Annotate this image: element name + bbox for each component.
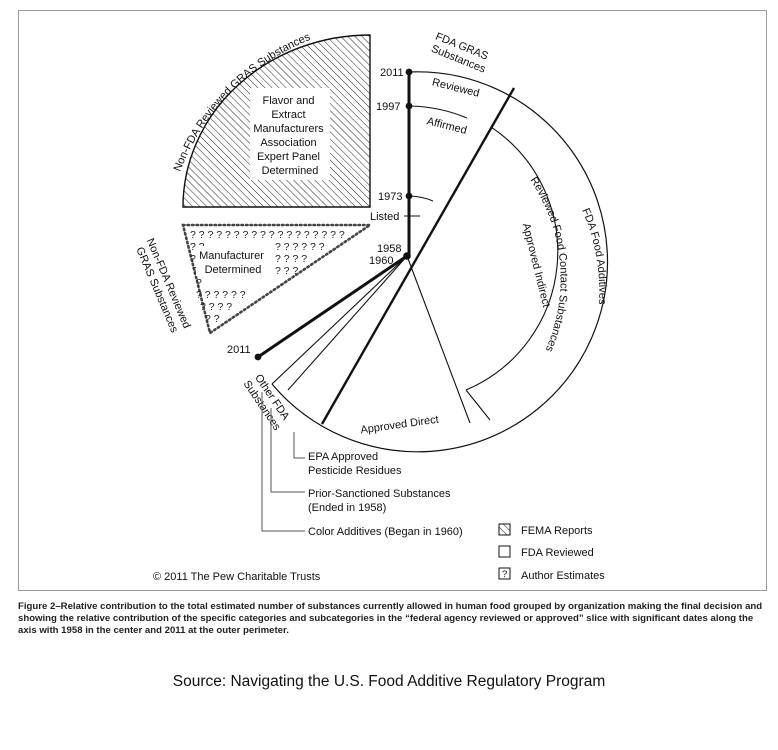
year-2011-top: 2011 — [380, 67, 404, 79]
svg-text:?: ? — [196, 277, 202, 289]
dot-center — [403, 252, 411, 260]
dot-2011-top — [405, 68, 413, 76]
manufacturer-determined-wedge — [181, 223, 375, 336]
year-1960: 1960 — [369, 255, 393, 267]
fda-food-additives-label: FDA Food Additives — [579, 206, 608, 305]
listed-label: Listed — [370, 211, 399, 223]
leader-prior-sanctioned — [270, 408, 305, 493]
svg-text:? ? ? ?: ? ? ? ? — [200, 301, 232, 313]
regulatory-pie-diagram: Flavor and Extract Manufacturers Associa… — [132, 31, 609, 583]
legend: FEMA Reports FDA Reviewed ? Author Estim… — [498, 523, 605, 582]
pie-outer-perimeter — [271, 71, 609, 453]
affirmed-arc — [408, 105, 468, 119]
svg-text:? ? ? ?: ? ? ? ? — [275, 253, 307, 265]
fda-gras-title: FDA GRAS Substances — [429, 31, 493, 76]
figure-caption: Figure 2–Relative contribution to the to… — [18, 601, 763, 636]
year-1973: 1973 — [378, 191, 402, 203]
year-1997: 1997 — [376, 101, 400, 113]
affirmed-label: Affirmed — [425, 115, 467, 137]
dot-1973 — [405, 192, 413, 200]
question-swatch-icon — [498, 567, 511, 580]
hatched-swatch-icon — [498, 523, 511, 536]
copyright-text: © 2011 The Pew Charitable Trusts — [153, 571, 321, 583]
approved-indirect-arc — [465, 126, 559, 391]
legend-label-fema: FEMA Reports — [521, 525, 593, 537]
left-2011-axis — [257, 254, 408, 359]
legend-label-author-estimates: Author Estimates — [521, 570, 605, 582]
approved-direct-label: Approved Direct — [360, 414, 440, 437]
svg-text:? ? ? ? ? ? ? ? ? ? ? ? ? ? ?: ? ? ? ? ? ? ? ? ? ? ? ? ? ? ? ? ? ? — [190, 229, 345, 241]
leader-epa — [293, 432, 305, 459]
reviewed-fcs-line — [465, 389, 491, 421]
approved-indirect-label: Approved Indirect — [520, 222, 553, 309]
listed-arc — [408, 195, 434, 202]
source-line: Source: Navigating the U.S. Food Additiv… — [172, 673, 606, 690]
manufacturer-label-box — [196, 246, 270, 276]
year-2011-left: 2011 — [227, 344, 251, 356]
approved-direct-line — [406, 255, 471, 424]
fema-label-text: Flavor and Extract Manufacturers Associa… — [253, 95, 326, 177]
non-fda-gras-inner-label: Non-FDA Reviewed GRAS Substances — [132, 237, 194, 339]
leader-color-additives — [261, 392, 305, 532]
svg-text:?: ? — [192, 265, 198, 277]
other-fda-line-2 — [287, 255, 408, 391]
blank-swatch-icon — [498, 545, 511, 558]
svg-text:? ? ? ? ? ?: ? ? ? ? ? ? — [196, 289, 246, 301]
color-additives-label: Color Additives (Began in 1960) — [308, 526, 463, 538]
svg-text:? ? ? ? ? ?: ? ? ? ? ? ? — [275, 241, 325, 253]
other-fda-line-1 — [271, 255, 408, 385]
dot-1997 — [405, 102, 413, 110]
dot-2011-left — [254, 353, 262, 361]
food-additives-divider — [320, 87, 516, 425]
manufacturer-label-text: Manufacturer Determined — [199, 250, 267, 276]
legend-label-fda-reviewed: FDA Reviewed — [521, 547, 594, 559]
svg-text:? ? ?: ? ? ? — [275, 265, 299, 277]
year-1958: 1958 — [377, 243, 401, 255]
prior-sanctioned-label: Prior-Sanctioned Substances (Ended in 19… — [308, 488, 454, 514]
question-swatch-glyph: ? — [502, 569, 507, 580]
other-fda-label: Other FDA Substances — [241, 371, 294, 433]
question-mark-fill: ? ? ? ? ? ? ? ? ? ? ? ? ? ? ? ? ? ? ? ? … — [190, 229, 345, 325]
svg-text:? ?: ? ? — [205, 313, 220, 325]
epa-label: EPA Approved Pesticide Residues — [308, 451, 402, 477]
fema-label-box — [250, 88, 330, 180]
